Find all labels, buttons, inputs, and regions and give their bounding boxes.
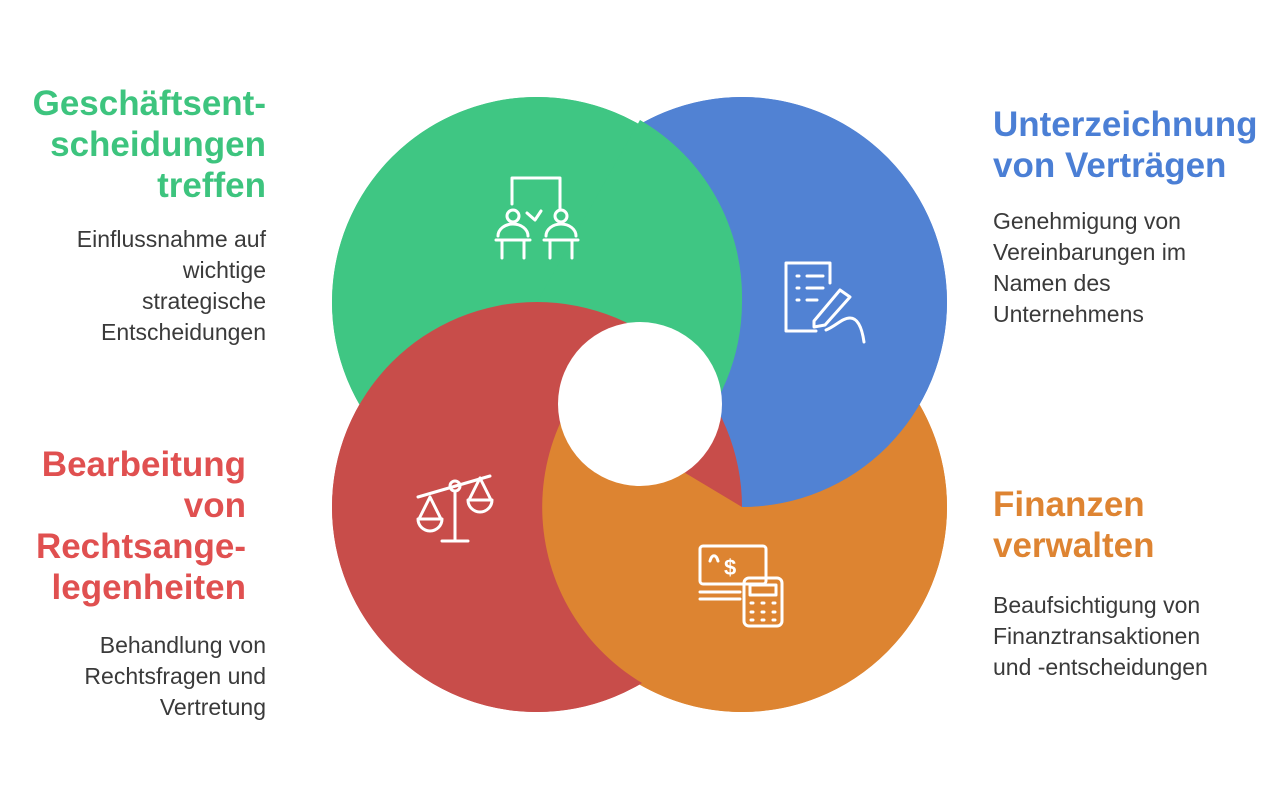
legal-description: Behandlung von Rechtsfragen und Vertretu…: [84, 632, 266, 720]
money-calculator-icon: $: [698, 544, 784, 628]
contracts-over-finance: [742, 302, 946, 507]
section-legal: Bearbeitung von Rechtsange- legenheiten …: [20, 444, 266, 723]
meeting-presentation-icon: [494, 176, 580, 260]
finance-description: Beaufsichtigung von Finanztransaktionen …: [993, 592, 1208, 680]
section-contracts: Unterzeichnung von Verträgen Genehmigung…: [993, 104, 1263, 330]
decisions-over-contracts-arc: [537, 120, 743, 302]
contracts-title: Unterzeichnung von Verträgen: [993, 105, 1258, 185]
center-hole: [558, 322, 722, 486]
decisions-title: Geschäftsent- scheidungen treffen: [32, 84, 266, 205]
contract-signing-icon: [784, 261, 866, 344]
scales-icon: [416, 474, 494, 543]
finance-over-legal: [542, 404, 742, 712]
finance-title: Finanzen verwalten: [993, 485, 1155, 565]
decisions-description: Einflussnahme auf wichtige strategische …: [76, 226, 266, 345]
legal-title: Bearbeitung von Rechtsange- legenheiten: [35, 445, 246, 607]
section-finance: Finanzen verwalten Beaufsichtigung von F…: [993, 484, 1263, 683]
svg-text:$: $: [724, 555, 736, 580]
section-decisions: Geschäftsent- scheidungen treffen Einflu…: [20, 83, 266, 348]
contracts-description: Genehmigung von Vereinbarungen im Namen …: [993, 208, 1187, 327]
